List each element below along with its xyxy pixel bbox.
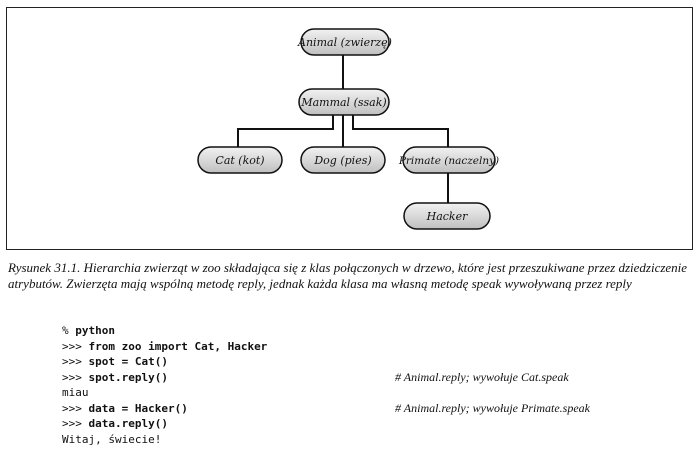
code-output: Witaj, świecie!: [62, 432, 692, 448]
code-text: data = Hacker(): [88, 401, 188, 415]
code-comment: # Animal.reply; wywołuje Cat.speak: [395, 369, 569, 384]
node-hacker: Hacker: [403, 202, 491, 230]
prompt: %: [62, 324, 76, 337]
output-text: Witaj, świecie!: [62, 432, 162, 446]
node-animal: Animal (zwierzę): [297, 28, 392, 56]
node-primate: Primate (naczelny): [398, 146, 499, 174]
code-line: >>> from zoo import Cat, Hacker: [62, 339, 692, 355]
code-text: from zoo import Cat, Hacker: [88, 339, 268, 353]
output-text: miau: [62, 386, 89, 399]
node-dog-label: Dog (pies): [313, 154, 371, 167]
prompt: >>>: [62, 355, 89, 368]
code-line: >>> spot = Cat(): [62, 354, 692, 370]
code-text: data.reply(): [88, 417, 168, 430]
prompt: >>>: [62, 370, 89, 384]
node-cat: Cat (kot): [197, 146, 283, 174]
prompt: >>>: [62, 339, 89, 353]
figure-caption: Rysunek 31.1. Hierarchia zwierząt w zoo …: [8, 260, 688, 291]
prompt: >>>: [62, 401, 89, 415]
node-hacker-label: Hacker: [426, 210, 468, 223]
figure-frame: Animal (zwierzę) Mammal (ssak) Cat (kot)…: [6, 7, 693, 250]
code-text: python: [75, 324, 115, 337]
connectors: [237, 55, 449, 203]
edge-mammal-cat: [237, 115, 334, 147]
code-line: % python: [62, 323, 692, 339]
node-cat-label: Cat (kot): [215, 154, 264, 167]
code-listing: % python >>> from zoo import Cat, Hacker…: [62, 323, 692, 447]
node-dog: Dog (pies): [300, 146, 386, 174]
class-hierarchy-diagram: Animal (zwierzę) Mammal (ssak) Cat (kot)…: [197, 28, 499, 230]
code-text: spot = Cat(): [88, 355, 168, 368]
node-animal-label: Animal (zwierzę): [297, 36, 392, 49]
edge-mammal-primate: [352, 115, 449, 147]
code-line: >>> data.reply(): [62, 416, 692, 432]
node-mammal-label: Mammal (ssak): [300, 96, 386, 109]
prompt: >>>: [62, 417, 89, 430]
code-comment: # Animal.reply; wywołuje Primate.speak: [395, 400, 590, 415]
code-line: >>> spot.reply() # Animal.reply; wywołuje…: [62, 370, 692, 386]
code-line: >>> data = Hacker() # Animal.reply; wywoł…: [62, 401, 692, 417]
node-mammal: Mammal (ssak): [298, 88, 390, 116]
node-primate-label: Primate (naczelny): [398, 155, 499, 167]
code-output: miau: [62, 385, 692, 401]
code-text: spot.reply(): [88, 370, 168, 384]
